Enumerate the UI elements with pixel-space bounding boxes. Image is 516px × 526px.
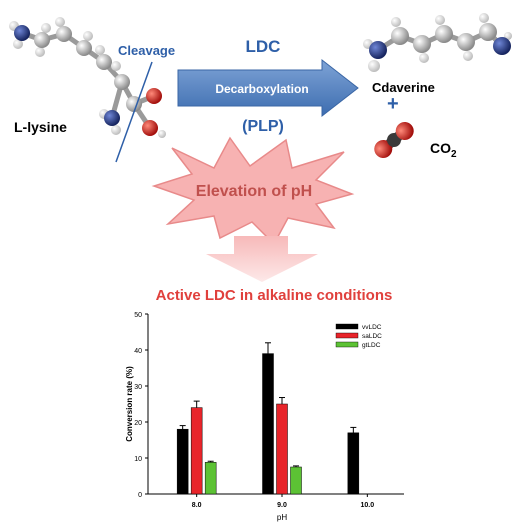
conversion-rate-chart: 0 10 20 30 40 50 8.0 9.0 10.0 vvLDC saLDC gtLDC C… [125,312,404,522]
y-tick-label: 20 [134,420,142,427]
x-axis-label: pH [277,513,287,522]
bar-saLDC [190,407,203,495]
legend-label-gtLDC: gtLDC [362,342,381,349]
reaction-arrow [177,58,359,118]
x-tick-label: 9.0 [277,502,287,509]
plus-sign: + [387,93,399,115]
cofactor-label: (PLP) [242,118,284,135]
cleavage-line [115,61,153,163]
legend-swatch-saLDC [335,332,359,339]
down-arrow [206,236,318,282]
ph-burst-icon [151,136,355,246]
co2-molecule-icon [374,122,414,158]
y-axis-label: Conversion rate (%) [125,366,134,442]
legend-swatch-gtLDC [335,341,359,348]
y-tick-label: 10 [134,456,142,463]
bar-vvLDC [347,432,360,495]
process-label: Decarboxylation [215,82,308,96]
burst-text: Elevation of pH [196,183,312,200]
x-tick-label: 8.0 [192,502,202,509]
bar-gtLDC [290,466,302,495]
product-label: Cdaverine [372,80,435,95]
lysine-molecule-icon [9,17,166,138]
cadaverine-molecule-icon [363,13,512,72]
byproduct-label: CO2 [430,140,457,160]
enzyme-label: LDC [246,37,281,56]
cleavage-label: Cleavage [118,43,175,58]
result-title: Active LDC in alkaline conditions [156,287,393,304]
y-tick-label: 50 [134,312,142,319]
legend-label-vvLDC: vvLDC [362,324,382,331]
x-tick-label: 10.0 [361,502,375,509]
y-tick-label: 40 [134,348,142,355]
y-tick-label: 30 [134,384,142,391]
bar-vvLDC [262,353,274,495]
bar-saLDC [276,403,288,495]
legend-swatch-vvLDC [335,323,359,330]
bar-vvLDC [176,428,189,495]
bar-gtLDC [204,462,217,495]
legend-label-saLDC: saLDC [362,333,382,340]
substrate-label: L-lysine [14,119,67,135]
y-tick-label: 0 [138,492,142,499]
